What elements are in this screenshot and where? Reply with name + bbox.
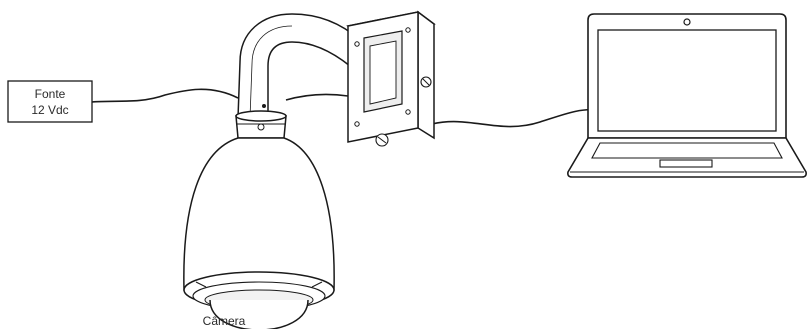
power-cable: [91, 88, 239, 103]
camera-to-box-cable: [285, 93, 349, 101]
junction-box: [346, 10, 436, 147]
dome-camera: [183, 110, 335, 329]
power-supply-box: Fonte 12 Vdc: [7, 80, 93, 123]
laptop: [567, 13, 807, 178]
power-supply-label-line1: Fonte: [35, 87, 66, 101]
network-cable: [431, 108, 599, 128]
camera-label: Câmera: [203, 314, 246, 328]
power-supply-label-line2: 12 Vdc: [31, 103, 68, 117]
